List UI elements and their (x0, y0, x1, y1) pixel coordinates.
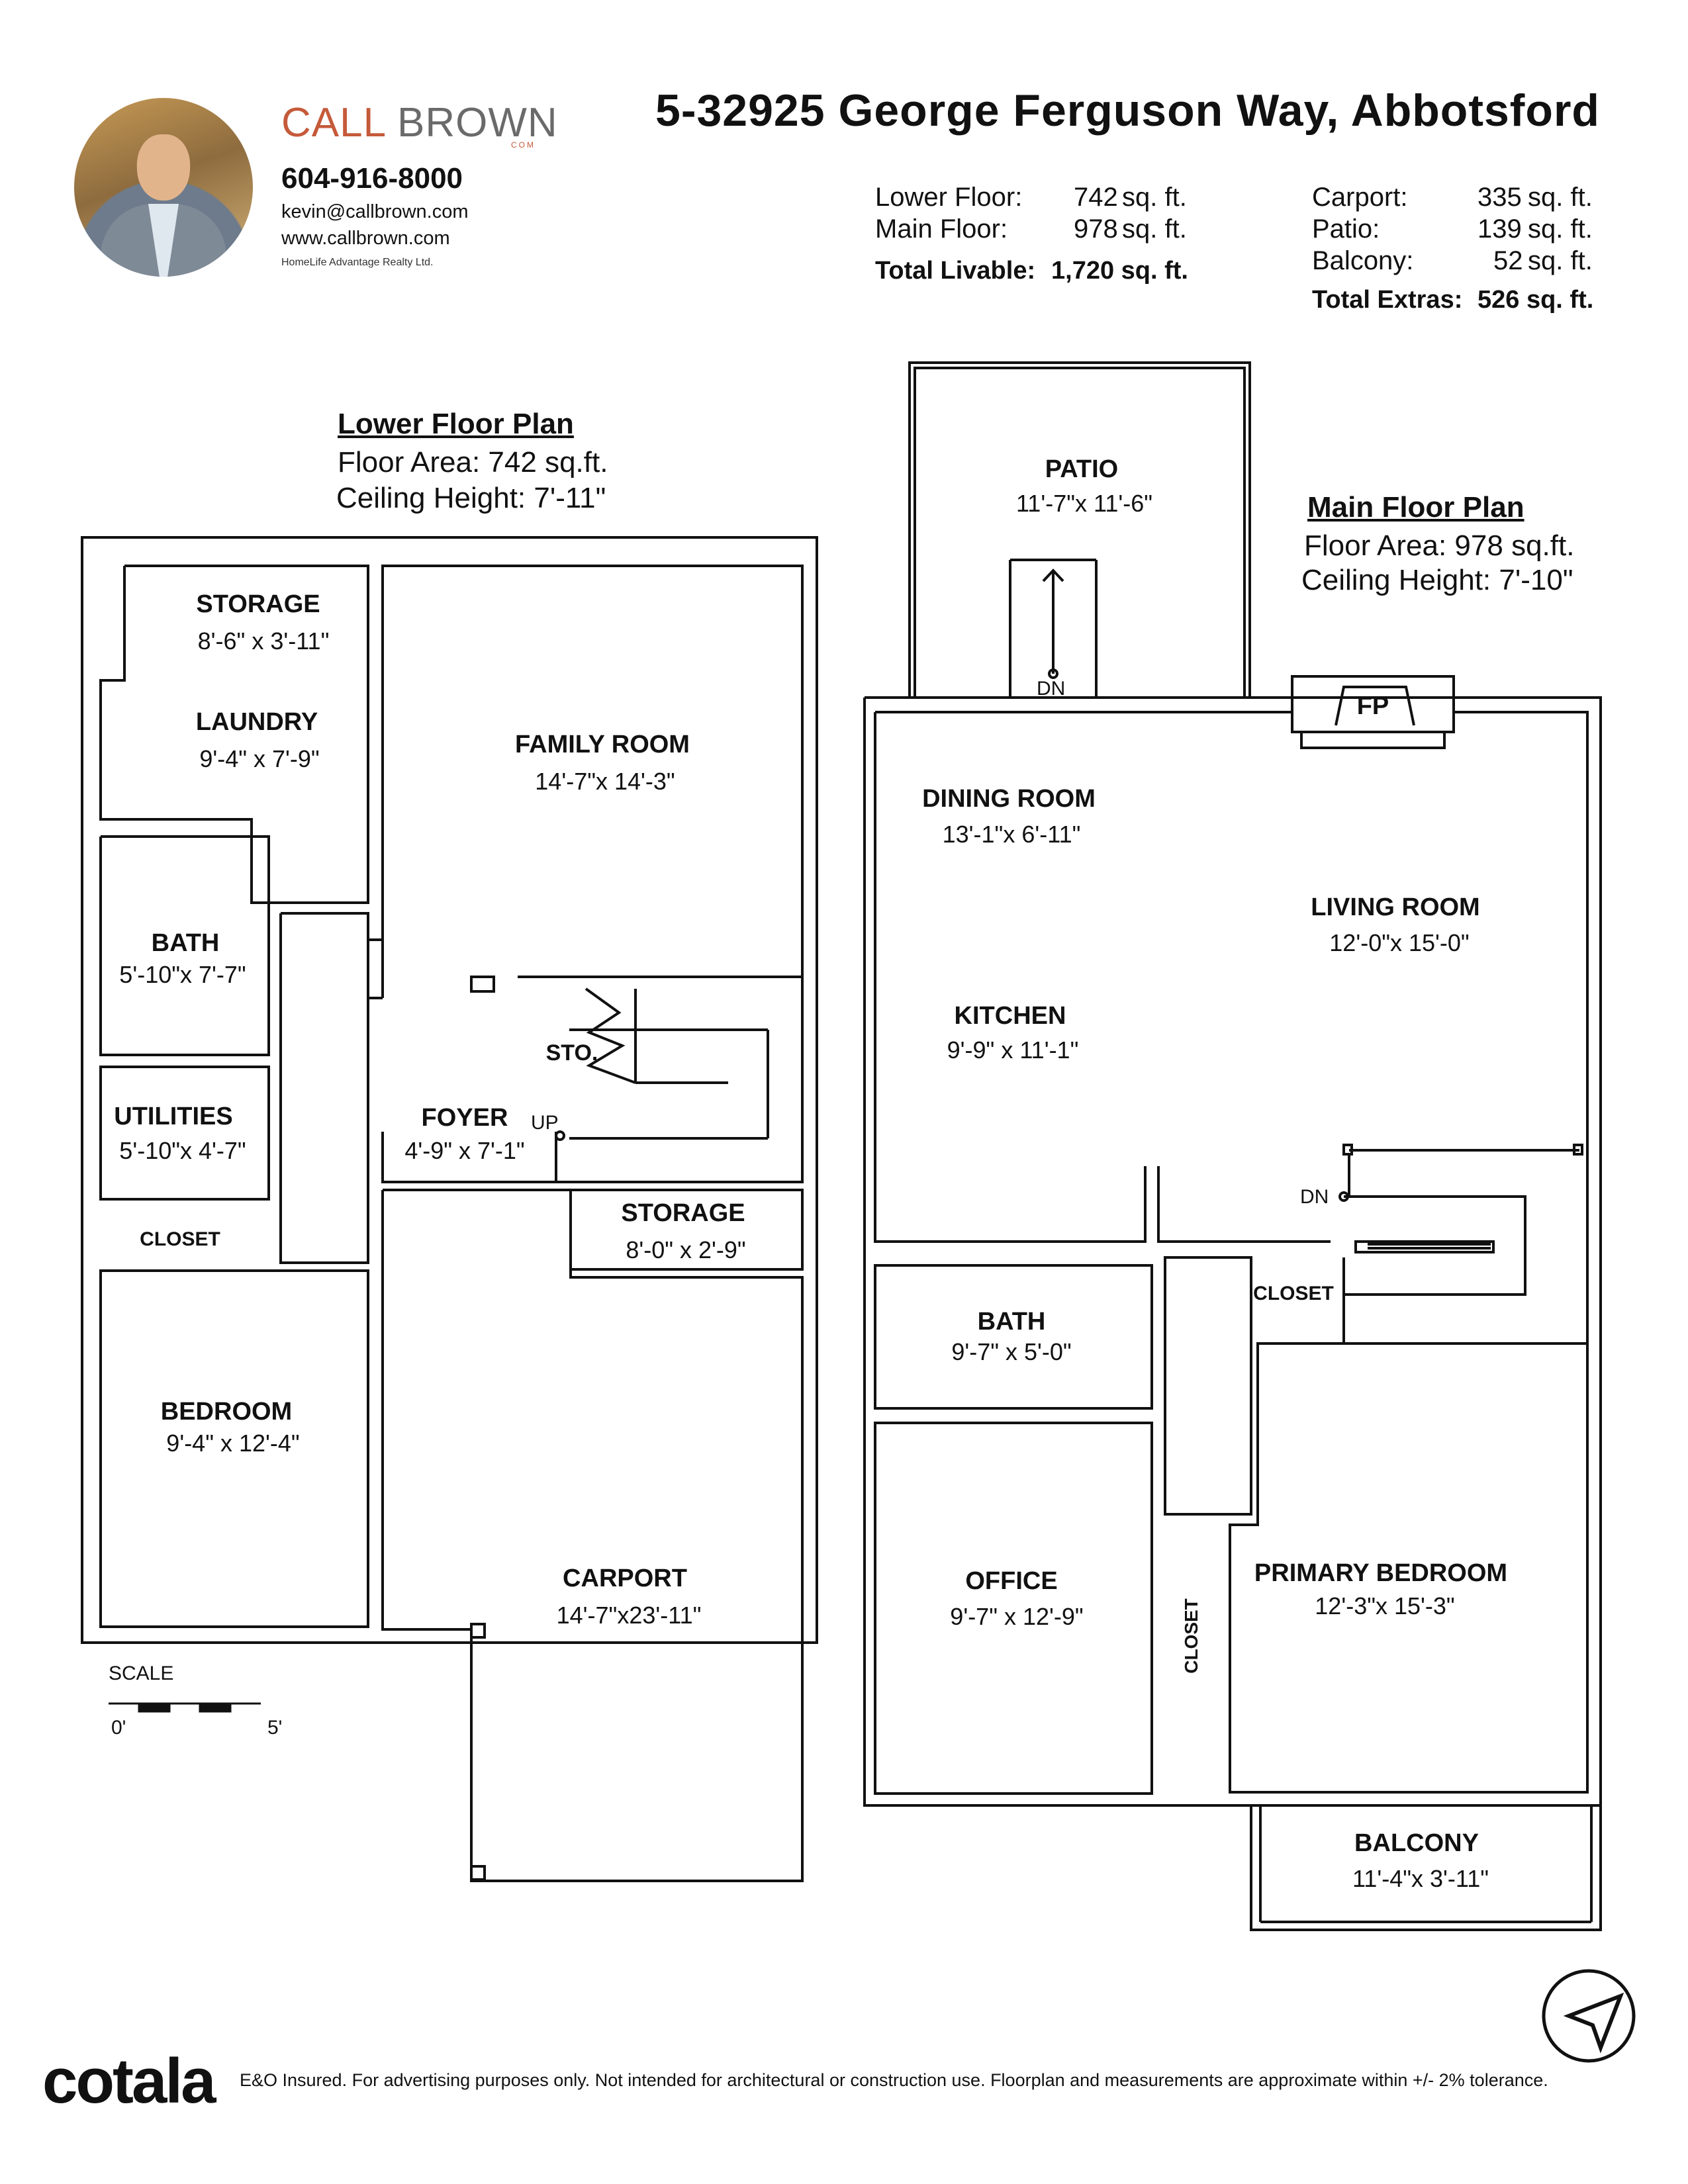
agent-photo (74, 98, 253, 277)
scale-zero: 0' (111, 1717, 126, 1739)
main-floor-label: Main Floor: (875, 214, 1008, 244)
balcony-value: 52 (1493, 246, 1523, 275)
main-bath-dim: 9'-7" x 5'-0" (951, 1338, 1072, 1365)
patio-stairs-down-label: DN (1037, 678, 1066, 700)
lower-bath-dim: 5'-10"x 7'-7" (119, 961, 246, 988)
living-room-name: LIVING ROOM (1311, 893, 1480, 921)
main-stairs-down-label: DN (1300, 1186, 1329, 1208)
balcony-dim: 11'-4"x 3'-11" (1352, 1865, 1489, 1892)
primary-bedroom-dim: 12'-3"x 15'-3" (1315, 1592, 1455, 1619)
dining-room-dim: 13'-1"x 6'-11" (942, 821, 1081, 848)
total-livable-value: 1,720 sq. ft. (1051, 257, 1188, 285)
compass-icon (1542, 1969, 1636, 2063)
total-livable-label: Total Livable: (875, 257, 1036, 285)
total-extras-label: Total Extras: (1312, 286, 1463, 314)
balcony-unit: sq. ft. (1528, 246, 1593, 275)
lower-floor-walls (81, 536, 818, 1882)
kitchen-name: KITCHEN (954, 1002, 1066, 1030)
lower-bedroom-name: BEDROOM (160, 1398, 293, 1426)
patio-unit: sq. ft. (1528, 214, 1593, 244)
office-dim: 9'-7" x 12'-9" (950, 1603, 1084, 1630)
lower-floor-label: Lower Floor: (875, 183, 1023, 212)
lower-plan-title: Lower Floor Plan (338, 408, 574, 440)
carport-label: Carport: (1312, 183, 1408, 212)
carport-name: CARPORT (563, 1565, 687, 1592)
lower-closet-name: CLOSET (140, 1228, 220, 1250)
agent-phone[interactable]: 604-916-8000 (281, 162, 463, 195)
patio-label: Patio: (1312, 214, 1380, 244)
lower-bedroom-dim: 9'-4" x 12'-4" (166, 1430, 300, 1457)
patio-value: 139 (1477, 214, 1522, 244)
carport-value: 335 (1477, 183, 1522, 212)
lower-floor-unit: sq. ft. (1122, 183, 1187, 212)
main-plan-title: Main Floor Plan (1307, 491, 1524, 523)
laundry-name: LAUNDRY (195, 708, 318, 736)
balcony-name: BALCONY (1354, 1829, 1479, 1857)
main-bath-name: BATH (977, 1308, 1046, 1336)
foyer-dim: 4'-9" x 7'-1" (404, 1137, 525, 1164)
primary-bedroom-name: PRIMARY BEDROOM (1254, 1559, 1508, 1587)
family-room-dim: 14'-7"x 14'-3" (535, 768, 675, 795)
laundry-dim: 9'-4" x 7'-9" (199, 745, 320, 772)
living-room-dim: 12'-0"x 15'-0" (1329, 929, 1470, 956)
main-floor-unit: sq. ft. (1122, 214, 1187, 244)
disclaimer-text: E&O Insured. For advertising purposes on… (240, 2070, 1548, 2090)
scale-label: SCALE (109, 1662, 174, 1684)
carport-unit: sq. ft. (1528, 183, 1593, 212)
sto-name: STO. (545, 1040, 598, 1066)
total-extras-value: 526 sq. ft. (1477, 286, 1594, 314)
family-room-name: FAMILY ROOM (515, 731, 690, 758)
stairs-up-label: UP (531, 1112, 559, 1134)
lower-storage-name: STORAGE (196, 590, 320, 618)
foyer-name: FOYER (421, 1104, 508, 1132)
lower-floor-value: 742 (1074, 183, 1118, 212)
lower-storage2-name: STORAGE (621, 1199, 745, 1227)
main-floor-walls (863, 361, 1602, 1931)
main-floor-value: 978 (1074, 214, 1118, 244)
brand-logo: CALL BROWN (281, 100, 558, 146)
lower-plan-area: Floor Area: 742 sq.ft. (338, 446, 608, 478)
lower-storage2-dim: 8'-0" x 2'-9" (626, 1236, 746, 1263)
brand-logo-sub: COM (511, 140, 536, 150)
agent-website[interactable]: www.callbrown.com (281, 228, 450, 249)
property-title: 5-32925 George Ferguson Way, Abbotsford (655, 85, 1600, 136)
lower-plan-ceiling: Ceiling Height: 7'-11" (336, 482, 606, 514)
kitchen-dim: 9'-9" x 11'-1" (947, 1036, 1079, 1064)
lower-storage-dim: 8'-6" x 3'-11" (197, 627, 330, 655)
utilities-name: UTILITIES (114, 1103, 233, 1130)
utilities-dim: 5'-10"x 4'-7" (119, 1137, 246, 1164)
patio-dim: 11'-7"x 11'-6" (1015, 490, 1153, 517)
scale-bar (109, 1702, 261, 1713)
main-plan-area: Floor Area: 978 sq.ft. (1304, 529, 1575, 562)
lower-bath-name: BATH (151, 929, 220, 957)
scale-five: 5' (267, 1717, 283, 1739)
patio-name: PATIO (1045, 455, 1119, 483)
cotala-logo: cotala (42, 2046, 216, 2116)
dining-room-name: DINING ROOM (922, 785, 1096, 813)
brokerage-name: HomeLife Advantage Realty Ltd. (281, 257, 434, 268)
balcony-label: Balcony: (1312, 246, 1414, 275)
agent-email[interactable]: kevin@callbrown.com (281, 201, 469, 222)
main-closet2-name: CLOSET (1181, 1598, 1201, 1674)
main-closet-name: CLOSET (1253, 1283, 1334, 1304)
carport-dim: 14'-7"x23'-11" (556, 1602, 702, 1629)
main-plan-ceiling: Ceiling Height: 7'-10" (1301, 564, 1573, 596)
fireplace-label: FP (1356, 692, 1389, 720)
office-name: OFFICE (965, 1567, 1058, 1595)
